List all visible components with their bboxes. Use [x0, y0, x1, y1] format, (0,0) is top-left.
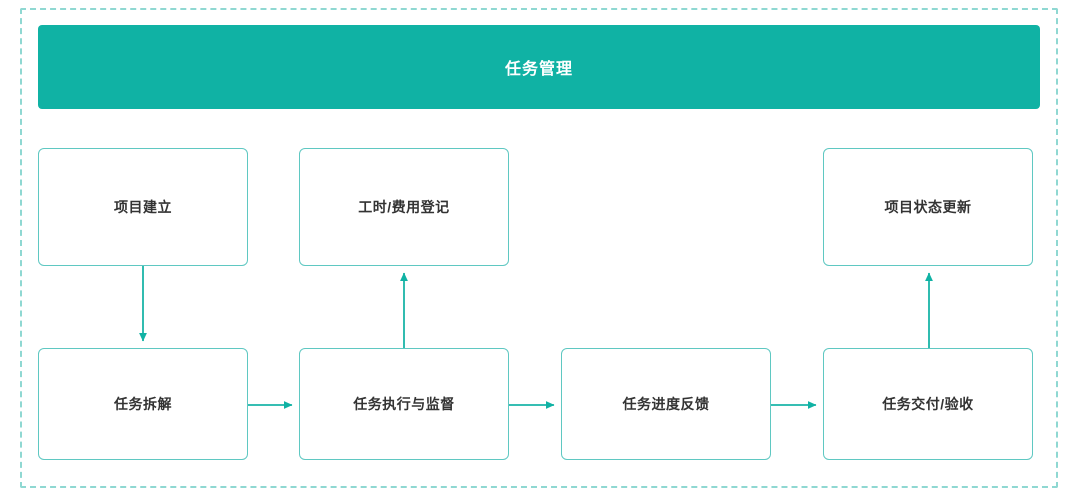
diagram-frame [20, 8, 1058, 488]
node-label: 任务拆解 [114, 395, 172, 412]
node-project-status-update[interactable]: 项目状态更新 [823, 148, 1033, 266]
node-label: 工时/费用登记 [358, 198, 450, 215]
page-title: 任务管理 [504, 61, 573, 78]
node-task-execution[interactable]: 任务执行与监督 [299, 348, 509, 460]
node-timesheet-expense[interactable]: 工时/费用登记 [299, 148, 509, 266]
node-label: 项目建立 [114, 198, 172, 215]
node-label: 任务交付/验收 [882, 395, 974, 412]
node-project-setup[interactable]: 项目建立 [38, 148, 248, 266]
node-task-breakdown[interactable]: 任务拆解 [38, 348, 248, 460]
node-task-progress-feedback[interactable]: 任务进度反馈 [561, 348, 771, 460]
node-label: 任务执行与监督 [353, 395, 455, 412]
node-task-delivery-acceptance[interactable]: 任务交付/验收 [823, 348, 1033, 460]
diagram-header-banner: 任务管理 [38, 25, 1040, 109]
node-label: 项目状态更新 [884, 198, 972, 215]
node-label: 任务进度反馈 [622, 395, 710, 412]
